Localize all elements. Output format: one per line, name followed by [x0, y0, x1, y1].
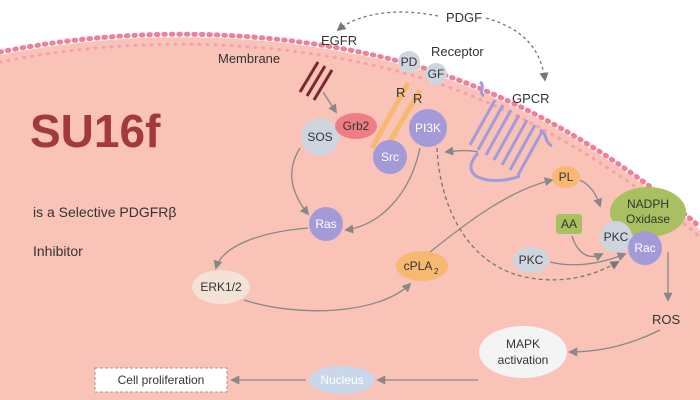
svg-text:PL: PL: [559, 170, 574, 184]
pdgf-label: PDGF: [446, 10, 482, 25]
mapk-activation-node: MAPK activation: [479, 326, 567, 378]
svg-text:Grb2: Grb2: [343, 119, 370, 133]
egfr-label: EGFR: [321, 33, 357, 48]
src-node: Src: [373, 140, 407, 174]
ros-label: ROS: [652, 312, 681, 327]
pkc-inner-node: PKC: [600, 221, 632, 253]
svg-text:PKC: PKC: [604, 230, 629, 244]
main-title: SU16f: [30, 105, 161, 157]
cpla2-node: cPLA 2: [396, 251, 448, 281]
receptor-r2-label: R: [413, 91, 422, 106]
subtitle-line-2: Inhibitor: [33, 243, 83, 259]
gpcr-to-pi3k-arrow: [444, 146, 479, 156]
membrane-outline: [0, 31, 700, 230]
gpcr-label: GPCR: [512, 91, 550, 106]
grb2-node: Grb2: [335, 113, 377, 139]
gpcr-receptor-icon: [468, 80, 553, 182]
membrane-label: Membrane: [218, 51, 280, 66]
svg-text:PI3K: PI3K: [415, 121, 441, 135]
membrane-inner-outline: [0, 42, 700, 239]
svg-text:Oxidase: Oxidase: [626, 212, 670, 226]
sos-node: SOS: [301, 118, 339, 156]
svg-text:Ras: Ras: [315, 217, 336, 231]
pi3k-node: PI3K: [409, 109, 447, 147]
svg-text:PD: PD: [401, 55, 418, 69]
egfr-receptor-icon: [298, 61, 334, 101]
ras-to-erk-arrow: [213, 227, 309, 270]
sos-to-ras-arrow: [291, 147, 310, 216]
cpla2-to-pl-arrow: [429, 177, 554, 253]
cell-body: [0, 37, 700, 400]
pl-to-nadph-arrow: [579, 179, 603, 208]
svg-text:Rac: Rac: [634, 241, 655, 255]
pdgf-to-egfr-arrow: [336, 11, 439, 32]
svg-text:NADPH: NADPH: [627, 197, 669, 211]
svg-text:MAPK: MAPK: [506, 337, 540, 351]
svg-text:GF: GF: [428, 67, 445, 81]
svg-text:activation: activation: [498, 353, 549, 367]
svg-text:Nucleus: Nucleus: [320, 373, 363, 387]
svg-text:2: 2: [434, 267, 439, 276]
svg-text:cPLA: cPLA: [404, 259, 433, 273]
svg-text:ERK1/2: ERK1/2: [200, 280, 242, 294]
receptor-r1-label: R: [396, 85, 405, 100]
egfr-to-grb2-arrow: [322, 91, 337, 114]
pkc-node: PKC: [513, 247, 549, 273]
receptor-label: Receptor: [431, 44, 484, 59]
gf-node: GF: [425, 63, 447, 85]
svg-text:Src: Src: [381, 150, 399, 164]
cell-proliferation-box: Cell proliferation: [94, 367, 228, 393]
pkc-to-rac-arrow: [549, 252, 627, 266]
pdgf-to-gpcr-arrow: [485, 17, 549, 82]
rac-node: Rac: [628, 231, 662, 265]
pi3k-to-ras-arrow: [344, 147, 421, 234]
aa-node: AA: [556, 214, 582, 234]
aa-to-pkc-arrow: [571, 235, 604, 262]
svg-text:AA: AA: [561, 217, 577, 231]
svg-text:PKC: PKC: [519, 253, 544, 267]
svg-text:Cell proliferation: Cell proliferation: [118, 373, 205, 387]
pd-node: PD: [398, 51, 420, 73]
ros-to-mapk-arrow: [568, 329, 661, 357]
ras-node: Ras: [309, 207, 343, 241]
erk-node: ERK1/2: [192, 270, 250, 304]
nadph-oxidase-node: NADPH Oxidase: [610, 187, 686, 237]
svg-text:SOS: SOS: [307, 130, 332, 144]
erk-to-cpla2-arrow: [243, 282, 412, 312]
subtitle-line-1: is a Selective PDGFRβ: [33, 204, 176, 220]
pl-node: PL: [552, 166, 580, 188]
nucleus-node: Nucleus: [309, 366, 375, 394]
